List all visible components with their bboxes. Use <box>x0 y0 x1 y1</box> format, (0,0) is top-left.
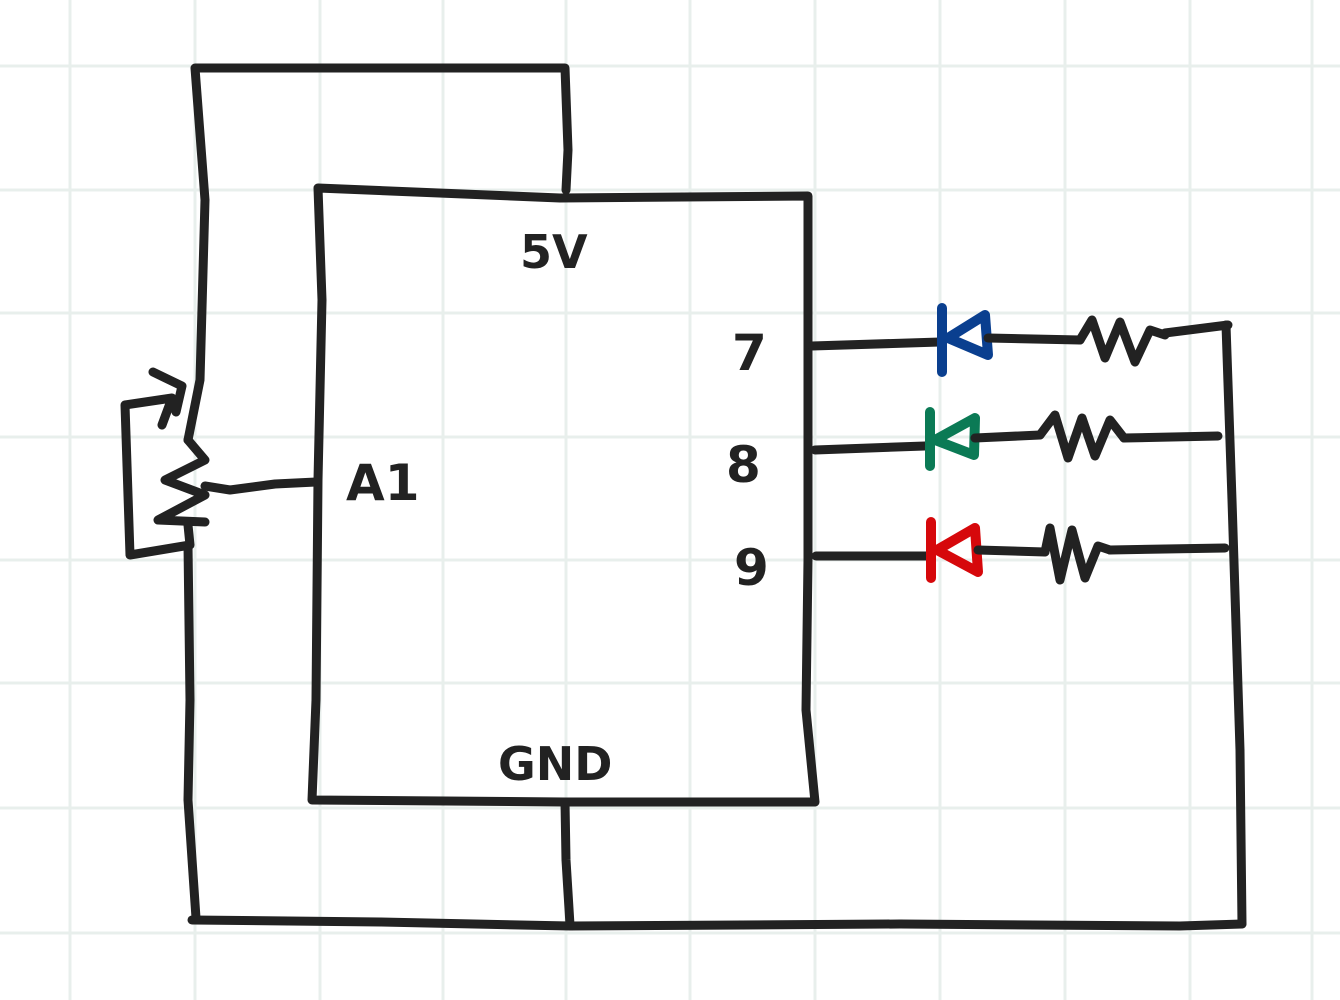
label-a1: A1 <box>346 454 420 512</box>
branch-pin-7 <box>807 303 1233 377</box>
left-ground-wire <box>183 540 201 923</box>
resistor-icon <box>1035 410 1129 463</box>
label-gnd: GND <box>498 737 612 791</box>
resistor-icon <box>1075 315 1170 367</box>
ground-rail <box>187 915 1247 931</box>
label-pin-9: 9 <box>734 539 769 597</box>
power-wire <box>183 63 573 445</box>
branch-pin-8 <box>810 407 1223 471</box>
led-icon <box>937 303 993 377</box>
right-ground-wire <box>1221 320 1247 929</box>
label-5v: 5V <box>520 225 588 279</box>
resistor-icon <box>1040 523 1115 585</box>
led-icon <box>926 517 983 583</box>
label-pin-8: 8 <box>726 436 761 494</box>
led-icon <box>925 407 980 471</box>
ground-wire <box>560 797 575 930</box>
potentiometer-icon <box>120 367 321 560</box>
branch-pin-9 <box>811 517 1230 585</box>
label-pin-7: 7 <box>732 324 767 382</box>
